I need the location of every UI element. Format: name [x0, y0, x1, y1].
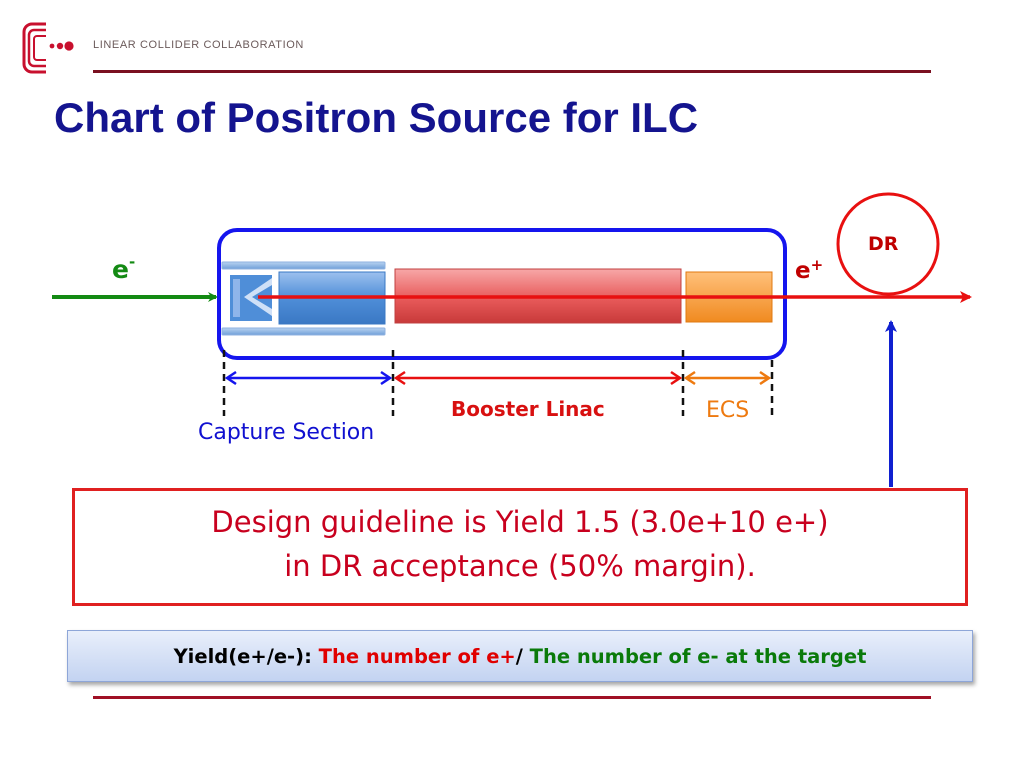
electron-label: e-: [112, 253, 136, 284]
capture-section-label: Capture Section: [198, 420, 375, 445]
ecs-label: ECS: [706, 398, 750, 423]
guideline-line-2: in DR acceptance (50% margin).: [284, 549, 756, 583]
positron-charge-sup: +: [810, 256, 824, 274]
organization-name: LINEAR COLLIDER COLLABORATION: [93, 39, 304, 51]
yield-definition-box: Yield(e+/e-): The number of e+ / The num…: [67, 630, 973, 682]
positron-label: e+: [795, 256, 824, 284]
booster-linac-label: Booster Linac: [451, 397, 605, 421]
yield-prefix: Yield(e+/e-):: [173, 644, 319, 668]
design-guideline-box: Design guideline is Yield 1.5 (3.0e+10 e…: [72, 488, 968, 606]
yield-slash: /: [515, 644, 523, 668]
capture-bottom-rail: [221, 327, 386, 336]
damping-ring-circle: [836, 192, 940, 296]
footer-divider: [93, 696, 931, 699]
damping-ring-label: DR: [868, 233, 899, 255]
yield-denominator: The number of e- at the target: [522, 644, 867, 668]
booster-dimension-arrow: [393, 370, 683, 386]
electron-charge-sup: -: [128, 253, 136, 271]
capture-dimension-arrow: [224, 370, 393, 386]
positron-source-enclosure: [217, 228, 787, 360]
lcc-logo: [22, 22, 74, 74]
yield-numerator: The number of e+: [318, 644, 516, 668]
page-title: Chart of Positron Source for ILC: [54, 94, 699, 141]
header-divider: [93, 70, 931, 73]
guideline-line-1: Design guideline is Yield 1.5 (3.0e+10 e…: [211, 505, 829, 539]
ecs-dimension-arrow: [683, 370, 772, 386]
capture-top-rail: [221, 261, 386, 270]
